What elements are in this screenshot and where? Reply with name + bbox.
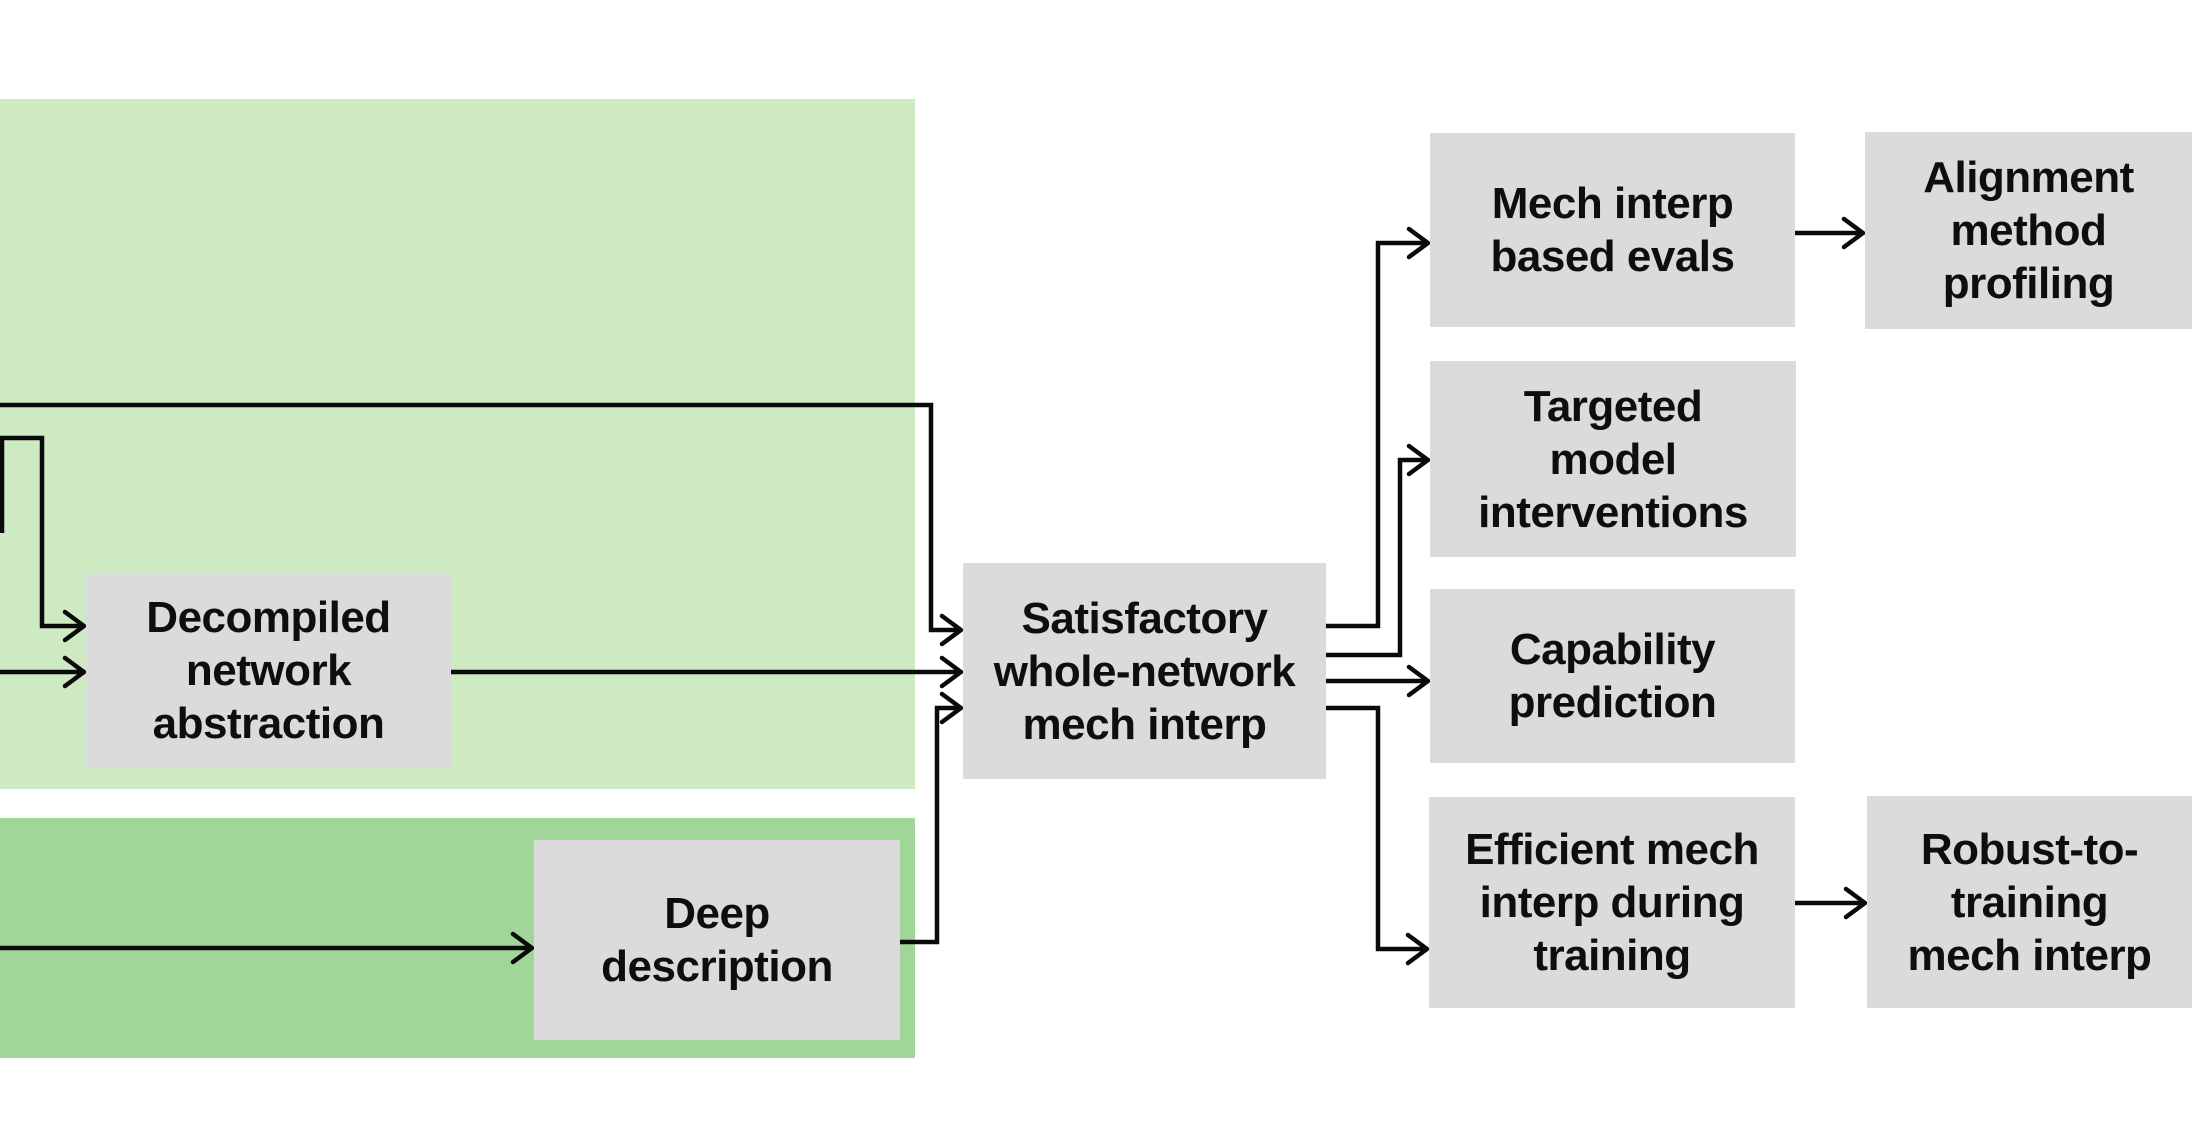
node-label-line: Satisfactory <box>1021 593 1268 643</box>
edge-satisfactory-to-targeted <box>1326 443 1431 658</box>
edge-offscreen-to-decompiled-upper <box>0 435 87 643</box>
node-label-line: Targeted <box>1523 381 1703 431</box>
node-label-line: mech interp <box>1907 930 2152 980</box>
edge-satisfactory-to-efficient <box>1326 705 1430 966</box>
node-robust-to-training-mech-interp: Robust-to- training mech interp <box>1867 796 2192 1008</box>
edge-offscreen-to-satisfactory <box>0 402 964 647</box>
node-label-line: mech interp <box>1022 699 1267 749</box>
node-label-line: Mech interp <box>1491 179 1734 228</box>
node-targeted-model-interventions: Targeted model interventions <box>1430 361 1796 557</box>
edge-satisfactory-to-capability <box>1326 664 1431 698</box>
node-deep-description: Deep description <box>534 840 900 1040</box>
node-label-line: method <box>1950 206 2107 255</box>
node-label-line: description <box>601 942 833 991</box>
node-capability-prediction: Capability prediction <box>1430 589 1795 763</box>
node-label-line: based evals <box>1490 232 1736 281</box>
edge-offscreen-to-decompiled-middle <box>0 655 87 689</box>
node-label-line: Deep <box>664 889 770 938</box>
node-label-line: training <box>1950 877 2109 927</box>
node-label-line: network <box>185 646 352 695</box>
node-alignment-method-profiling: Alignment method profiling <box>1865 132 2192 329</box>
node-label-line: Efficient mech <box>1465 825 1759 874</box>
edge-satisfactory-to-mech-evals <box>1326 226 1431 629</box>
node-label-line: interp during <box>1479 878 1745 927</box>
node-label-line: prediction <box>1508 678 1717 727</box>
node-label-line: Alignment <box>1923 153 2134 202</box>
node-label-line: whole-network <box>993 646 1296 696</box>
node-label-line: interventions <box>1478 487 1748 537</box>
node-decompiled-network-abstraction: Decompiled network abstraction <box>86 573 451 768</box>
edge-efficient-to-robust <box>1795 886 1868 920</box>
node-label-line: training <box>1533 931 1691 980</box>
edge-offscreen-to-deep <box>0 931 535 965</box>
node-mech-interp-based-evals: Mech interp based evals <box>1430 133 1795 327</box>
node-label-line: Capability <box>1509 625 1716 674</box>
edge-mech-evals-to-alignment <box>1795 216 1866 250</box>
node-label-line: model <box>1549 434 1677 484</box>
edge-deep-to-satisfactory <box>900 691 964 945</box>
node-label-line: profiling <box>1942 259 2115 308</box>
node-label-line: Decompiled <box>146 593 391 642</box>
node-label-line: Robust-to- <box>1920 824 2139 874</box>
node-efficient-mech-interp-during-training: Efficient mech interp during training <box>1429 797 1795 1008</box>
node-satisfactory-whole-network-mech-interp: Satisfactory whole-network mech interp <box>963 563 1326 779</box>
node-label-line: abstraction <box>152 699 385 748</box>
edge-decompiled-to-satisfactory <box>451 655 964 689</box>
